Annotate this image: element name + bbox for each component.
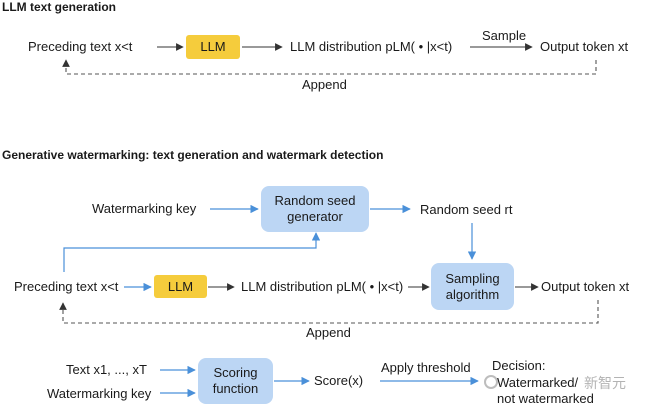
scoring-function-box: Scoring function [198,358,273,404]
llm-box: LLM [186,35,240,59]
sampling-algorithm-box: Sampling algorithm [431,263,514,310]
watermarking-key-label: Watermarking key [92,201,197,216]
apply-threshold-label: Apply threshold [381,360,471,375]
watermark-overlay: 新智元 [484,372,634,394]
random-seed-label: Random seed rt [420,202,513,217]
score-label: Score(x) [314,373,364,388]
llm-label-2: LLM [167,278,194,294]
llm-distribution-label: LLM distribution pLM( • |x<t) [290,39,453,54]
watermark-logo-icon [484,375,498,389]
append-loop-1 [62,59,597,75]
append-loop-2 [59,300,599,324]
llm-box-2: LLM [154,275,207,298]
watermarking-key-label-2: Watermarking key [47,386,152,401]
random-seed-generator-label: Random seed generator [274,193,356,224]
append-label-2: Append [306,325,351,340]
scoring-function-label: Scoring function [212,365,259,396]
preceding-text-label-2: Preceding text x<t [14,279,119,294]
preceding-text-label: Preceding text x<t [28,39,133,54]
random-seed-generator-box: Random seed generator [261,186,369,232]
text-input-label: Text x1, ..., xT [66,362,147,377]
decision-label: Decision: [492,358,546,373]
decision-value: Watermarked/ not watermarked [497,375,594,406]
section1-heading: LLM text generation [2,0,117,14]
llm-label: LLM [200,39,226,54]
llm-distribution-label-2: LLM distribution pLM( • |x<t) [241,279,404,294]
section2-heading: Generative watermarking: text generation… [2,148,384,162]
arrow-text-to-seed-gen [63,232,321,272]
output-token-label: Output token xt [540,39,629,54]
append-label: Append [302,77,347,92]
watermark-text: 新智元 [584,376,626,392]
output-token-label-2: Output token xt [541,279,630,294]
sample-label: Sample [482,28,527,43]
sampling-algorithm-label: Sampling algorithm [445,270,500,302]
